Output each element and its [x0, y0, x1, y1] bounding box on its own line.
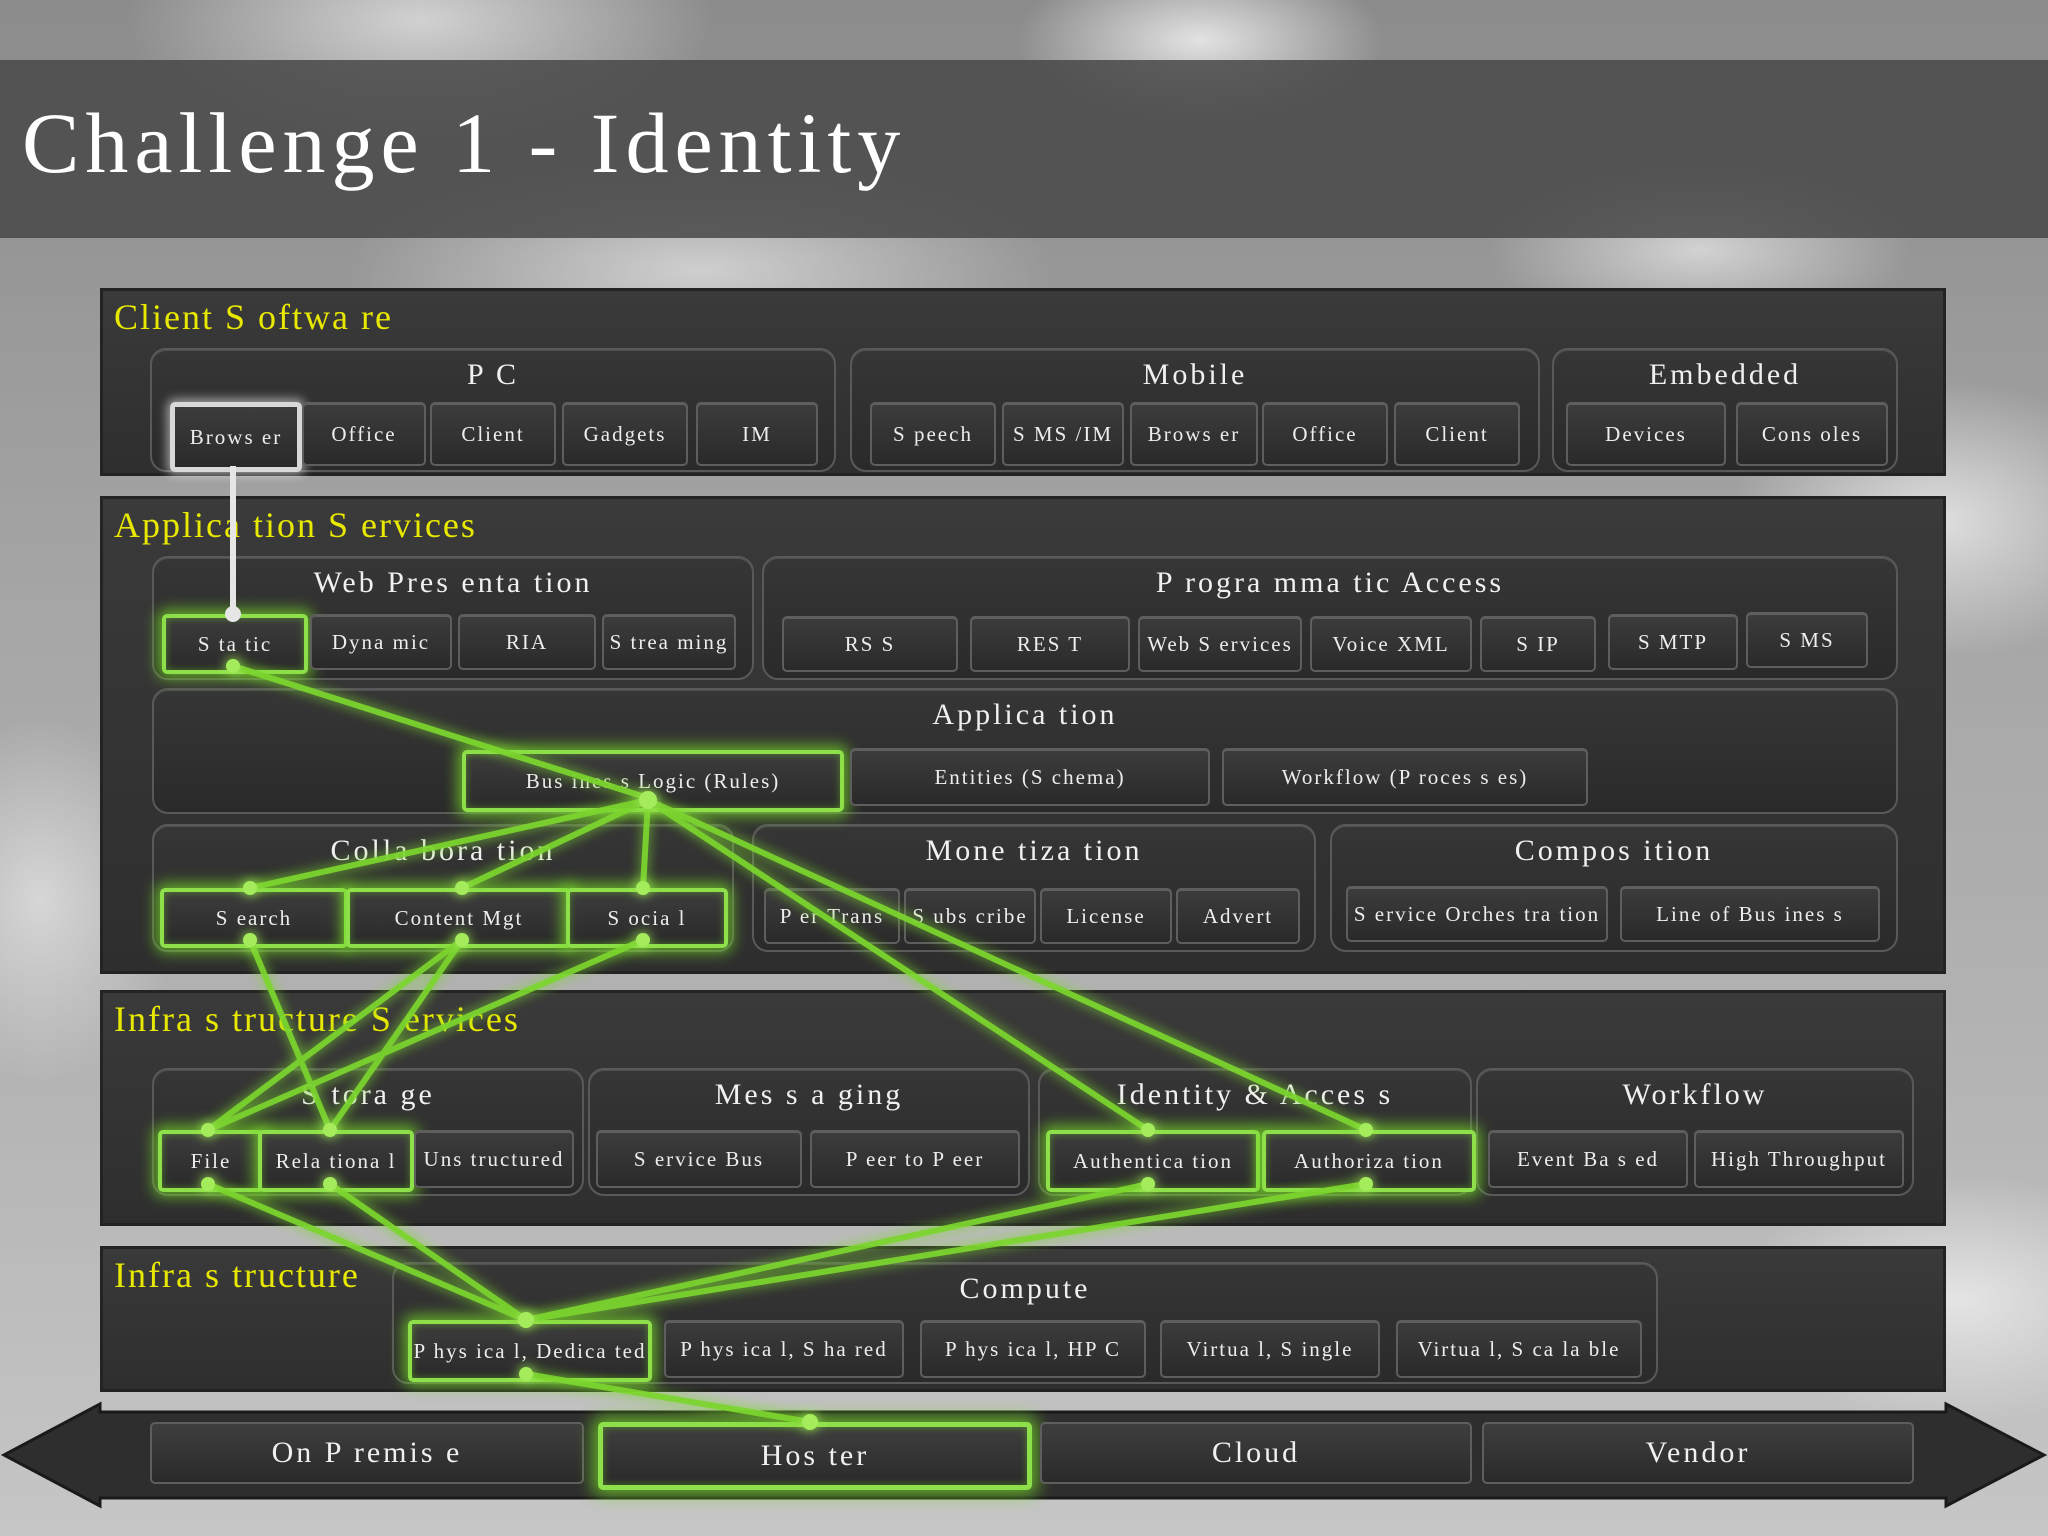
hosting-cloud[interactable]: Cloud: [1040, 1422, 1472, 1484]
node-embedded-devices[interactable]: Devices: [1566, 402, 1726, 466]
node-peer-to-peer[interactable]: P eer to P eer: [810, 1130, 1020, 1188]
node-advert[interactable]: Advert: [1176, 888, 1300, 944]
node-pc-client[interactable]: Client: [430, 402, 556, 466]
group-title-application: Applica tion: [932, 698, 1118, 731]
group-title-pc: P C: [466, 358, 520, 391]
node-license[interactable]: License: [1040, 888, 1172, 944]
node-event-based[interactable]: Event Ba s ed: [1488, 1130, 1688, 1188]
band-title-client-software: Client S oftwa re: [114, 297, 393, 337]
group-title-collaboration: Colla bora tion: [330, 834, 556, 867]
node-business-logic[interactable]: Bus ines s Logic (Rules): [462, 750, 844, 812]
node-service-bus[interactable]: S ervice Bus: [596, 1130, 802, 1188]
node-physical-hpc[interactable]: P hys ica l, HP C: [920, 1320, 1146, 1378]
node-pc-gadgets[interactable]: Gadgets: [562, 402, 688, 466]
node-sms[interactable]: S MS: [1746, 612, 1868, 668]
node-rss[interactable]: RS S: [782, 616, 958, 672]
node-virtual-scalable[interactable]: Virtua l, S ca la ble: [1396, 1320, 1642, 1378]
node-pc-im[interactable]: IM: [696, 402, 818, 466]
group-title-monetization: Mone tiza tion: [925, 834, 1143, 867]
node-mobile-speech[interactable]: S peech: [870, 402, 996, 466]
node-dynamic[interactable]: Dyna mic: [310, 614, 452, 670]
node-ria[interactable]: RIA: [458, 614, 596, 670]
node-workflow-processes[interactable]: Workflow (P roces s es): [1222, 748, 1588, 806]
group-title-mobile: Mobile: [1142, 358, 1248, 391]
band-title-application-services: Applica tion S ervices: [114, 505, 477, 545]
node-content-mgt[interactable]: Content Mgt: [346, 888, 572, 948]
node-smtp[interactable]: S MTP: [1608, 614, 1738, 670]
node-authorization[interactable]: Authoriza tion: [1262, 1130, 1476, 1192]
node-pc-browser[interactable]: Brows er: [170, 402, 302, 472]
node-mobile-browser[interactable]: Brows er: [1130, 402, 1258, 466]
node-virtual-single[interactable]: Virtua l, S ingle: [1160, 1320, 1380, 1378]
group-title-messaging: Mes s a ging: [714, 1078, 904, 1111]
group-title-workflow: Workflow: [1622, 1078, 1768, 1111]
slide-title: Challenge 1 - Identity: [22, 95, 907, 191]
group-title-identity-access: Identity & Acces s: [1116, 1078, 1394, 1111]
group-title-composition: Compos ition: [1514, 834, 1714, 867]
node-pc-office[interactable]: Office: [302, 402, 426, 466]
group-title-programmatic-access: P rogra mma tic Access: [1155, 566, 1505, 599]
node-embedded-consoles[interactable]: Cons oles: [1736, 402, 1888, 466]
node-rest[interactable]: RES T: [970, 616, 1130, 672]
node-high-throughput[interactable]: High Throughput: [1694, 1130, 1904, 1188]
node-file[interactable]: File: [158, 1130, 264, 1192]
group-title-embedded: Embedded: [1648, 358, 1802, 391]
group-title-compute: Compute: [959, 1272, 1091, 1305]
node-per-trans[interactable]: P er Trans: [764, 888, 900, 944]
node-service-orchestration[interactable]: S ervice Orches tra tion: [1346, 886, 1608, 942]
node-authentication[interactable]: Authentica tion: [1046, 1130, 1260, 1192]
node-entities[interactable]: Entities (S chema): [850, 748, 1210, 806]
node-sip[interactable]: S IP: [1480, 616, 1596, 672]
node-physical-dedicated[interactable]: P hys ica l, Dedica ted: [408, 1320, 652, 1382]
node-streaming[interactable]: S trea ming: [602, 614, 736, 670]
node-mobile-client[interactable]: Client: [1394, 402, 1520, 466]
hosting-vendor[interactable]: Vendor: [1482, 1422, 1914, 1484]
node-search[interactable]: S earch: [160, 888, 348, 948]
node-line-of-business[interactable]: Line of Bus ines s: [1620, 886, 1880, 942]
node-mobile-office[interactable]: Office: [1262, 402, 1388, 466]
hosting-on-premise[interactable]: On P remis e: [150, 1422, 584, 1484]
node-subscribe[interactable]: S ubs cribe: [904, 888, 1036, 944]
hosting-hoster[interactable]: Hos ter: [598, 1422, 1032, 1490]
band-title-infrastructure: Infra s tructure: [114, 1255, 360, 1295]
group-title-web-presentation: Web Pres enta tion: [313, 566, 593, 599]
node-static[interactable]: S ta tic: [162, 614, 308, 674]
node-physical-shared[interactable]: P hys ica l, S ha red: [664, 1320, 904, 1378]
node-mobile-sms-im[interactable]: S MS /IM: [1002, 402, 1124, 466]
title-band: [0, 60, 2048, 238]
node-relational[interactable]: Rela tiona l: [258, 1130, 414, 1192]
node-unstructured[interactable]: Uns tructured: [414, 1130, 574, 1188]
band-title-infrastructure-services: Infra s tructure S ervices: [114, 999, 520, 1039]
node-social[interactable]: S ocia l: [566, 888, 728, 948]
group-title-storage: S tora ge: [301, 1078, 435, 1111]
node-voice-xml[interactable]: Voice XML: [1310, 616, 1472, 672]
node-web-services[interactable]: Web S ervices: [1138, 616, 1302, 672]
